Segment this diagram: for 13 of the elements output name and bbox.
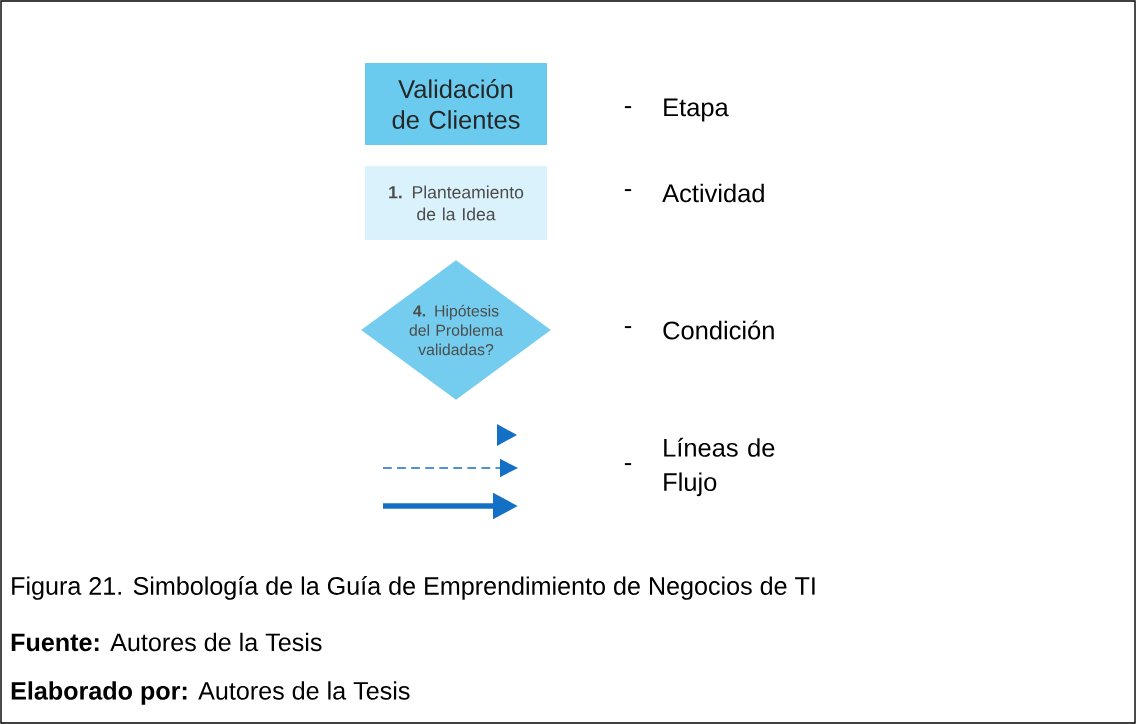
bullet-dash: - (624, 189, 632, 192)
symbol-label: Condición (663, 320, 774, 340)
stage-box: Validación de Clientes (365, 63, 547, 145)
symbol-label: Líneas de Flujo (664, 437, 775, 497)
caption: Figura 21. Simbología de la Guía de Emprendimiento de Negocios de TI (12, 576, 815, 600)
activity-box: 1. Planteamiento de la Idea (365, 166, 547, 240)
source-note: Fuente: Autores de la Tesis (11, 632, 322, 652)
bullet-dash: - (624, 326, 632, 329)
bullet-dash: - (624, 106, 632, 109)
bullet-dash: - (624, 463, 632, 466)
source-note: Elaborado por: Autores de la Tesis (11, 681, 410, 705)
symbol-label: Etapa (664, 98, 729, 122)
symbol-label: Actividad (662, 183, 764, 203)
